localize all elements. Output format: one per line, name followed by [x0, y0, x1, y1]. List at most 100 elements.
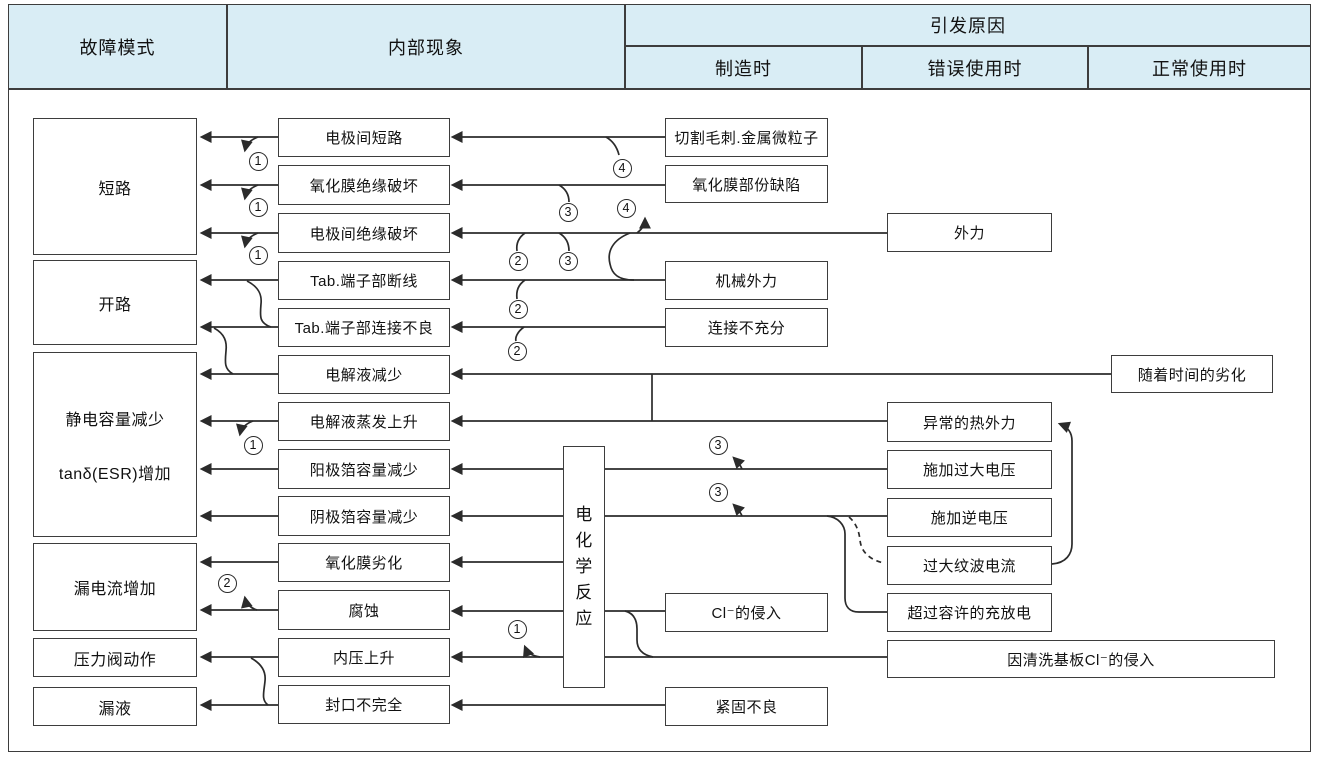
box-mechanical-force: 机械外力	[665, 261, 828, 300]
box-label: 漏液	[98, 700, 132, 718]
box-label: Tab.端子部断线	[310, 273, 418, 290]
circled-number-label: 3	[714, 438, 722, 452]
box-label: 压力阀动作	[73, 651, 157, 669]
circled-number-3: 3	[708, 482, 728, 502]
box-cutting-burrs-metal-particles: 切割毛刺.金属微粒子	[665, 118, 828, 157]
circled-number-label: 3	[564, 205, 572, 219]
box-label: 静电容量减少	[65, 411, 165, 429]
box-label: 阴极箔容量减少	[309, 508, 419, 526]
circled-number-1: 1	[248, 151, 268, 171]
box-label: 内压上升	[332, 650, 395, 667]
box-label: 施加逆电压	[930, 510, 1009, 527]
box-label: 机械外力	[715, 273, 778, 290]
box-electrolyte-evaporation: 电解液蒸发上升	[278, 402, 450, 441]
box-poor-fastening: 紧固不良	[665, 687, 828, 726]
box-label: Tab.端子部连接不良	[294, 320, 434, 337]
box-external-force: 外力	[887, 213, 1052, 252]
circled-number-2: 2	[507, 341, 527, 361]
box-liquid-leak: 漏液	[33, 687, 197, 726]
circled-number-label: 2	[514, 302, 522, 316]
box-tab-terminal-break: Tab.端子部断线	[278, 261, 450, 300]
box-anode-foil-capacity-decrease: 阳极箔容量减少	[278, 449, 450, 489]
box-label: 因清洗基板Cl⁻的侵入	[1007, 651, 1155, 669]
box-oxide-film-degradation: 氧化膜劣化	[278, 543, 450, 582]
box-excessive-voltage: 施加过大电压	[887, 450, 1052, 489]
box-inter-electrode-insulation-breakdown: 电极间绝缘破坏	[278, 213, 450, 253]
box-label: 阳极箔容量减少	[309, 461, 419, 479]
box-corrosion: 腐蚀	[278, 590, 450, 630]
box-label: 连接不充分	[707, 320, 786, 337]
box-label: 短路	[98, 180, 132, 198]
circled-number-2: 2	[217, 573, 237, 593]
box-label: 随着时间的劣化	[1137, 366, 1247, 384]
box-excessive-ripple-current: 过大纹波电流	[887, 546, 1052, 585]
circled-number-3: 3	[708, 435, 728, 455]
circled-number-label: 2	[513, 344, 521, 358]
box-label: 电解液蒸发上升	[309, 414, 419, 431]
box-short-circuit: 短路	[33, 118, 197, 255]
box-label: 超过容许的充放电	[907, 605, 1032, 622]
box-label: 施加过大电压	[922, 462, 1016, 479]
circled-number-label: 2	[514, 254, 522, 268]
box-abnormal-thermal-force: 异常的热外力	[887, 402, 1052, 442]
box-chloride-intrusion: Cl⁻的侵入	[665, 593, 828, 632]
circled-number-label: 4	[618, 161, 626, 175]
header-misuse-label: 错误使用时	[927, 58, 1023, 79]
box-label: 腐蚀	[348, 602, 380, 620]
box-tab-terminal-poor-connection: Tab.端子部连接不良	[278, 308, 450, 347]
circled-number-3: 3	[558, 202, 578, 222]
header-normal-use-label: 正常使用时	[1152, 58, 1247, 79]
box-label: 电化学反应	[575, 505, 593, 628]
circled-number-label: 3	[564, 254, 572, 268]
circled-number-label: 1	[249, 438, 257, 452]
header-cause-label: 引发原因	[930, 16, 1006, 36]
box-pressure-valve-operation: 压力阀动作	[33, 638, 197, 677]
box-reverse-voltage: 施加逆电压	[887, 498, 1052, 537]
box-electrochemical-reaction: 电化学反应	[563, 446, 605, 688]
box-label: 氧化膜部份缺陷	[692, 176, 801, 194]
circled-number-2: 2	[508, 299, 528, 319]
box-label: 封口不完全	[325, 697, 403, 714]
box-label: 电极间短路	[325, 130, 403, 147]
box-label: 切割毛刺.金属微粒子	[674, 130, 819, 147]
box-internal-pressure-rise: 内压上升	[278, 638, 450, 677]
circled-number-1: 1	[243, 435, 263, 455]
box-oxide-film-partial-defect: 氧化膜部份缺陷	[665, 165, 828, 203]
circled-number-1: 1	[507, 619, 527, 639]
box-capacitance-decrease: 静电容量减少 tanδ(ESR)增加	[33, 352, 197, 537]
box-label: Cl⁻的侵入	[711, 605, 782, 622]
box-oxide-film-insulation-breakdown: 氧化膜绝缘破坏	[278, 165, 450, 205]
box-chloride-from-board-cleaning: 因清洗基板Cl⁻的侵入	[887, 640, 1275, 678]
header-failure-mode: 故障模式	[8, 4, 227, 89]
circled-number-label: 2	[223, 576, 231, 590]
box-leakage-current-increase: 漏电流增加	[33, 543, 197, 631]
box-label: 开路	[98, 296, 132, 314]
box-label: tanδ(ESR)增加	[58, 465, 172, 483]
box-label: 过大纹波电流	[922, 558, 1016, 575]
box-label: 氧化膜劣化	[325, 555, 403, 572]
header-misuse: 错误使用时	[862, 46, 1088, 89]
box-label: 漏电流增加	[73, 581, 157, 598]
circled-number-label: 4	[622, 201, 630, 215]
box-label: 外力	[953, 225, 985, 242]
header-cause: 引发原因	[625, 4, 1311, 46]
header-failure-mode-label: 故障模式	[79, 37, 156, 58]
box-degradation-over-time: 随着时间的劣化	[1111, 355, 1273, 393]
box-label: 异常的热外力	[922, 414, 1016, 432]
header-manufacturing: 制造时	[625, 46, 862, 89]
circled-number-4: 4	[616, 198, 636, 218]
circled-number-1: 1	[248, 245, 268, 265]
box-label: 电解液减少	[325, 367, 403, 384]
circled-number-3: 3	[558, 251, 578, 271]
header-normal-use: 正常使用时	[1088, 46, 1311, 89]
box-electrode-short: 电极间短路	[278, 118, 450, 157]
box-exceed-allowed-charge-discharge: 超过容许的充放电	[887, 593, 1052, 632]
box-label: 紧固不良	[715, 699, 778, 716]
box-incomplete-sealing: 封口不完全	[278, 685, 450, 724]
header-internal-phenomenon: 内部现象	[227, 4, 625, 89]
box-label: 氧化膜绝缘破坏	[309, 177, 419, 195]
circled-number-label: 1	[254, 200, 262, 214]
circled-number-1: 1	[248, 197, 268, 217]
circled-number-label: 1	[513, 622, 521, 636]
